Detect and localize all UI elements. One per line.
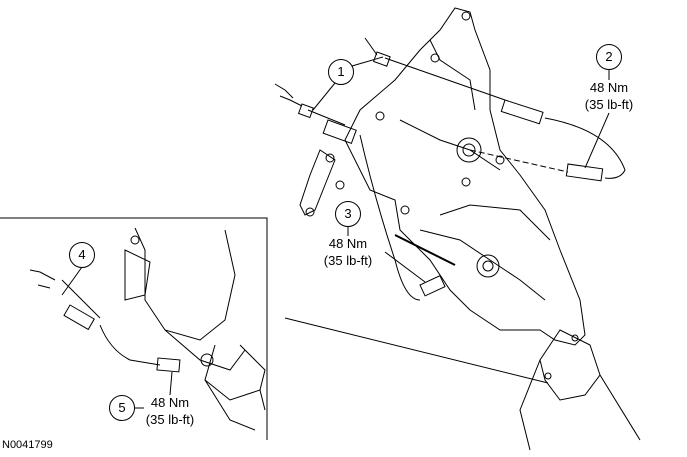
callout-3-torque-nm: 48 Nm: [328, 236, 368, 251]
callout-5: 5: [109, 395, 135, 421]
callout-1: 1: [328, 59, 354, 85]
callout-5-torque-nm: 48 Nm: [150, 395, 190, 410]
oxygen-sensor-upstream: [364, 37, 626, 182]
leader-lines: [61, 56, 610, 409]
callout-3-torque-lbft: (35 lb-ft): [323, 253, 373, 268]
callout-4: 4: [69, 242, 95, 268]
inset-pointer-line: [284, 317, 549, 384]
callout-2-torque-nm: 48 Nm: [589, 80, 629, 95]
callout-2: 2: [596, 44, 622, 70]
oxygen-sensor-downstream: [274, 83, 446, 301]
exhaust-manifold: [299, 7, 641, 451]
callout-3: 3: [335, 201, 361, 227]
callout-2-torque-lbft: (35 lb-ft): [584, 97, 634, 112]
inset-catalytic-converter: [29, 227, 266, 431]
figure-id: N0041799: [2, 439, 53, 451]
callout-5-torque-lbft: (35 lb-ft): [145, 412, 195, 427]
inset-frame: [0, 217, 268, 440]
